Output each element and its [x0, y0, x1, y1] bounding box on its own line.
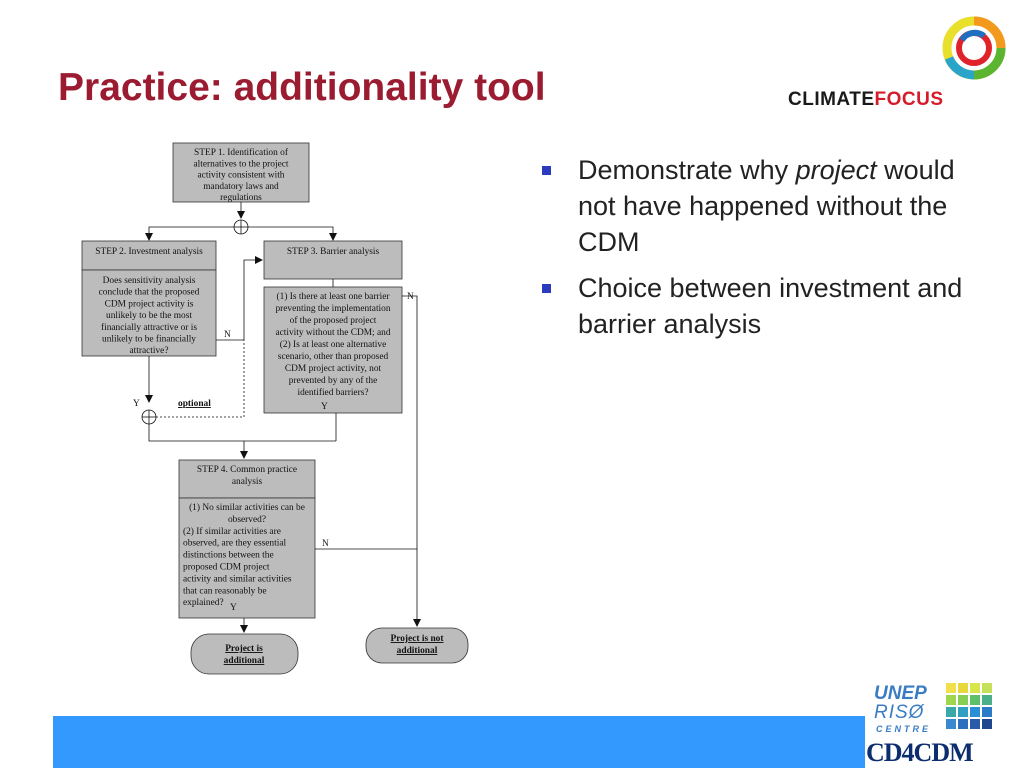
unep-grid-cell: [970, 683, 980, 693]
bullet-item: Choice between investment and barrier an…: [540, 270, 980, 342]
bullet-item: Demonstrate why project would not have h…: [540, 152, 980, 260]
step2-n-label: N: [224, 330, 231, 340]
climatefocus-logo: CLIMATEFOCUS: [788, 89, 944, 111]
unep-text: UNEP: [874, 683, 927, 704]
unep-grid-cell: [982, 683, 992, 693]
unep-grid-cell: [982, 719, 992, 729]
step3-n-label: N: [407, 292, 414, 302]
unep-grid-icon: [946, 683, 992, 729]
step3-y-label: Y: [321, 402, 328, 412]
bullet-list: Demonstrate why project would not have h…: [540, 152, 980, 352]
unep-grid-cell: [970, 695, 980, 705]
step4-header-box: [178, 459, 316, 499]
step4-n-label: N: [322, 539, 329, 549]
unep-grid-cell: [958, 719, 968, 729]
climatefocus-ring-icon: [942, 16, 1006, 80]
brand-part2: FOCUS: [874, 89, 944, 110]
brand-part1: CLIMATE: [788, 89, 875, 110]
unep-grid-cell: [946, 683, 956, 693]
unep-grid-cell: [958, 695, 968, 705]
step3-body-box: [263, 286, 403, 414]
unep-grid-cell: [958, 707, 968, 717]
centre-text: CENTRE: [876, 724, 932, 734]
unep-grid-cell: [982, 695, 992, 705]
unep-riso-logo: UNEP RISØ CENTRE CD4CDM: [866, 683, 1019, 768]
end-not-additional-node: [365, 627, 469, 664]
unep-grid-cell: [946, 707, 956, 717]
riso-text: RISØ: [874, 702, 925, 723]
step4-y-label: Y: [230, 603, 237, 613]
unep-grid-cell: [946, 719, 956, 729]
step4-body-box: [178, 497, 316, 619]
cd4cdm-text: CD4CDM: [866, 738, 974, 767]
optional-label: optional: [178, 399, 211, 409]
step2-header-box: [81, 240, 217, 271]
step3-header: STEP 3. Barrier analysis: [287, 247, 380, 257]
unep-grid-cell: [970, 719, 980, 729]
unep-grid-cell: [946, 695, 956, 705]
end-additional-node: [190, 633, 299, 675]
step1-box: [172, 142, 310, 203]
unep-grid-cell: [982, 707, 992, 717]
step2-body-box: [81, 269, 217, 357]
step2-y-label: Y: [133, 399, 140, 409]
slide-title: Practice: additionality tool: [58, 66, 546, 109]
unep-grid-cell: [970, 707, 980, 717]
bullet-square-icon: [542, 166, 551, 175]
footer-bar: [53, 716, 865, 768]
unep-grid-cell: [958, 683, 968, 693]
bullet-square-icon: [542, 284, 551, 293]
step2-header: STEP 2. Investment analysis: [95, 247, 203, 257]
